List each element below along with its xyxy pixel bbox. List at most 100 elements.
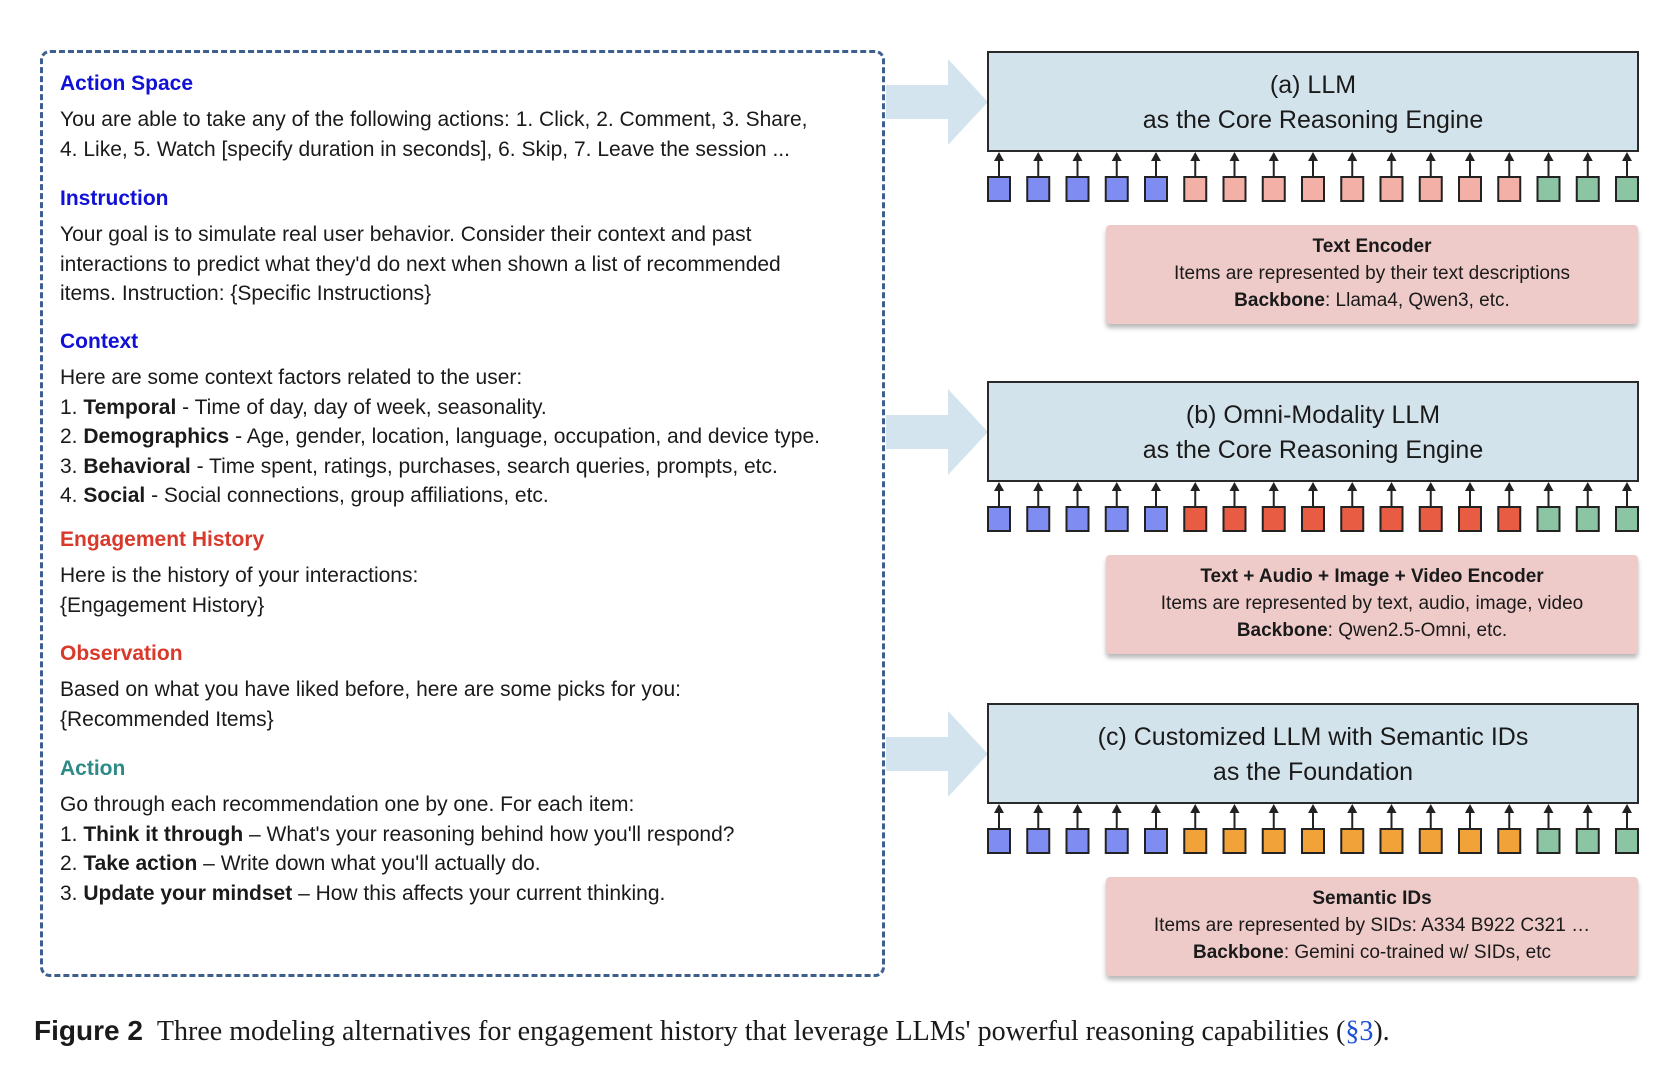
engine-title: (a) LLM (1269, 71, 1357, 99)
token-orange (1261, 828, 1286, 854)
action-space-heading: Action Space (60, 72, 194, 95)
observation-line: {Recommended Items} (60, 707, 274, 731)
engine-subtitle: as the Core Reasoning Engine (1142, 436, 1484, 464)
encoder-backbone: Backbone: Gemini co-trained w/ SIDs, etc (1193, 942, 1551, 963)
context-intro: Here are some context factors related to… (60, 366, 523, 389)
observation-text: Based on what you have liked before, her… (60, 675, 880, 734)
token-blue (1026, 506, 1051, 532)
token-arrowhead-icon (1072, 152, 1083, 161)
token-arrowhead-icon (1386, 152, 1397, 161)
token-orange (1183, 828, 1208, 854)
token-arrowhead-icon (1582, 804, 1593, 813)
token-arrowhead-icon (1151, 482, 1161, 491)
token-green (1615, 828, 1639, 854)
token-arrowhead-icon (1543, 804, 1554, 813)
token-red (1183, 506, 1208, 532)
token-arrowhead-icon (1268, 804, 1279, 813)
token-arrowhead-icon (1425, 482, 1436, 491)
token-red (1497, 506, 1522, 532)
context-heading: Context (60, 330, 139, 353)
token-arrowhead-icon (1504, 804, 1515, 813)
section-action: Action Go through each recommendation on… (60, 756, 880, 908)
token-blue (1065, 506, 1090, 532)
token-blue (1065, 828, 1090, 854)
instruction-line: Your goal is to simulate real user behav… (60, 223, 752, 246)
encoder-description: Items are represented by text, audio, im… (1160, 593, 1584, 614)
encoder-box-semantic: Semantic IDs Items are represented by SI… (1106, 877, 1638, 976)
encoder-description: Items are represented by their text desc… (1173, 263, 1571, 284)
token-green (1575, 506, 1600, 532)
action-heading: Action (60, 757, 126, 780)
context-item: 2. Demographics - Age, gender, location,… (60, 425, 820, 448)
token-arrowhead-icon (1111, 152, 1122, 161)
token-arrowhead-icon (1268, 152, 1279, 161)
engine-llm-box: (a) LLM as the Core Reasoning Engine (987, 51, 1639, 152)
token-arrowhead-icon (1072, 804, 1083, 813)
token-red (1222, 506, 1247, 532)
section-ref-link[interactable]: §3 (1345, 1016, 1374, 1047)
encoder-box-omni: Text + Audio + Image + Video Encoder Ite… (1106, 555, 1638, 654)
token-arrowhead-icon (1386, 482, 1397, 491)
context-item: 4. Social - Social connections, group af… (60, 484, 549, 507)
engagement-history-text: Here is the history of your interactions… (60, 561, 880, 620)
token-blue (1026, 828, 1051, 854)
token-blue (987, 176, 1011, 202)
token-pink (1261, 176, 1286, 202)
token-blue (1144, 176, 1168, 202)
token-arrowhead-icon (1347, 482, 1358, 491)
token-arrowhead-icon (1151, 804, 1161, 813)
token-orange (1418, 828, 1443, 854)
encoder-title: Semantic IDs (1312, 888, 1432, 909)
instruction-heading: Instruction (60, 187, 169, 210)
token-arrowhead-icon (1308, 152, 1318, 161)
action-space-line: You are able to take any of the followin… (60, 108, 808, 131)
instruction-text: Your goal is to simulate real user behav… (60, 220, 880, 309)
token-arrowhead-icon (1386, 804, 1397, 813)
engine-subtitle: as the Foundation (1212, 758, 1414, 786)
token-arrowhead-icon (1229, 482, 1240, 491)
token-blue (987, 506, 1011, 532)
token-row (987, 804, 1639, 854)
token-arrowhead-icon (1190, 152, 1201, 161)
action-item: 2. Take action – Write down what you'll … (60, 852, 541, 875)
engine-subtitle: as the Core Reasoning Engine (1142, 106, 1484, 134)
encoder-title: Text + Audio + Image + Video Encoder (1200, 566, 1544, 587)
instruction-line: items. Instruction: {Specific Instructio… (60, 282, 432, 305)
token-arrowhead-icon (1111, 804, 1122, 813)
engagement-history-heading: Engagement History (60, 528, 265, 551)
token-arrowhead-icon (994, 804, 1004, 813)
token-arrowhead-icon (1504, 152, 1515, 161)
token-pink (1458, 176, 1482, 202)
token-orange (1458, 828, 1482, 854)
token-red (1379, 506, 1404, 532)
engagement-history-line: {Engagement History} (60, 593, 265, 617)
token-green (1575, 828, 1600, 854)
encoder-backbone: Backbone: Llama4, Qwen3, etc. (1234, 290, 1510, 311)
token-blue (1144, 506, 1168, 532)
action-space-line: 4. Like, 5. Watch [specify duration in s… (60, 137, 790, 161)
token-arrowhead-icon (1033, 152, 1044, 161)
token-green (1575, 176, 1600, 202)
token-blue (1144, 828, 1168, 854)
section-observation: Observation Based on what you have liked… (60, 641, 880, 734)
token-pink (1222, 176, 1247, 202)
token-arrowhead-icon (1622, 152, 1632, 161)
engine-omni-box: (b) Omni-Modality LLM as the Core Reason… (987, 381, 1639, 482)
token-orange (1301, 828, 1325, 854)
action-intro: Go through each recommendation one by on… (60, 793, 635, 816)
token-arrowhead-icon (1229, 152, 1240, 161)
token-pink (1379, 176, 1404, 202)
observation-line: Based on what you have liked before, her… (60, 678, 682, 701)
context-item: 1. Temporal - Time of day, day of week, … (60, 395, 547, 419)
token-red (1418, 506, 1443, 532)
token-green (1536, 506, 1561, 532)
token-arrowhead-icon (994, 152, 1004, 161)
token-arrowhead-icon (1190, 804, 1201, 813)
token-arrowhead-icon (1308, 804, 1318, 813)
encoder-title: Text Encoder (1312, 236, 1432, 257)
token-arrowhead-icon (1151, 152, 1161, 161)
context-item: 3. Behavioral - Time spent, ratings, pur… (60, 454, 778, 478)
token-arrowhead-icon (1504, 482, 1515, 491)
token-orange (1497, 828, 1522, 854)
token-arrowhead-icon (1622, 482, 1632, 491)
